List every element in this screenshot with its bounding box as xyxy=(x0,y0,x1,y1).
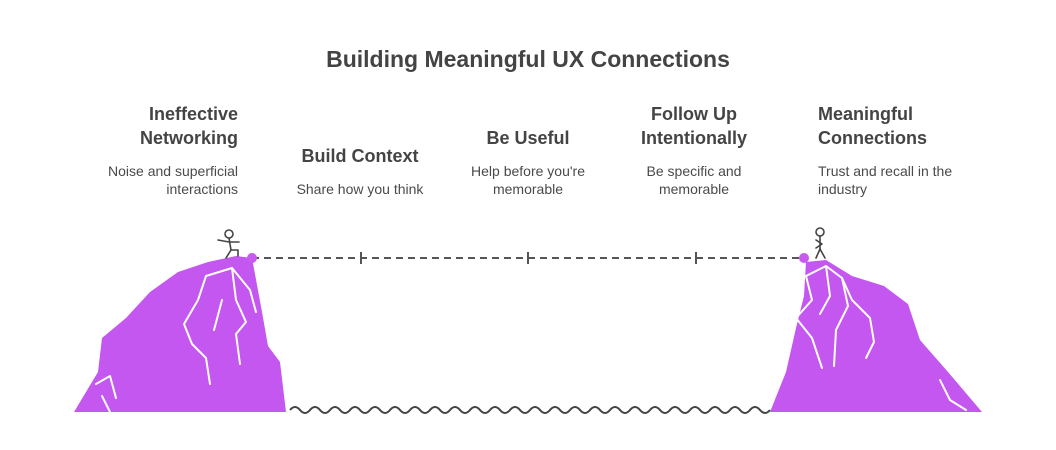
stage-follow-up-label: Follow Up Intentionally xyxy=(640,104,747,148)
left-cliff xyxy=(74,256,286,413)
diagram-title: Building Meaningful UX Connections xyxy=(326,46,730,72)
stick-figure-stepping-icon xyxy=(217,229,240,259)
stage-ineffective-networking-description: Noise and superficial interactions xyxy=(108,163,238,197)
stage-follow-up-description: Be specific and memorable xyxy=(646,163,742,197)
end-point-dot xyxy=(799,253,809,263)
start-point-dot xyxy=(247,253,257,263)
stage-meaningful-connections-description: Trust and recall in the industry xyxy=(818,163,953,197)
stage-build-context-description: Share how you think xyxy=(296,181,424,197)
right-cliff xyxy=(770,260,982,412)
stage-ineffective-networking-label: Ineffective Networking xyxy=(139,104,238,148)
water-waves xyxy=(289,406,771,414)
stage-be-useful-label: Be Useful xyxy=(486,128,570,148)
stage-meaningful-connections-label: Meaningful Connections xyxy=(818,104,928,148)
stage-be-useful-description: Help before you're memorable xyxy=(471,163,585,197)
dashed-bridge xyxy=(247,252,809,264)
stage-build-context-label: Build Context xyxy=(301,146,419,166)
stick-figure-standing-icon xyxy=(815,227,826,259)
